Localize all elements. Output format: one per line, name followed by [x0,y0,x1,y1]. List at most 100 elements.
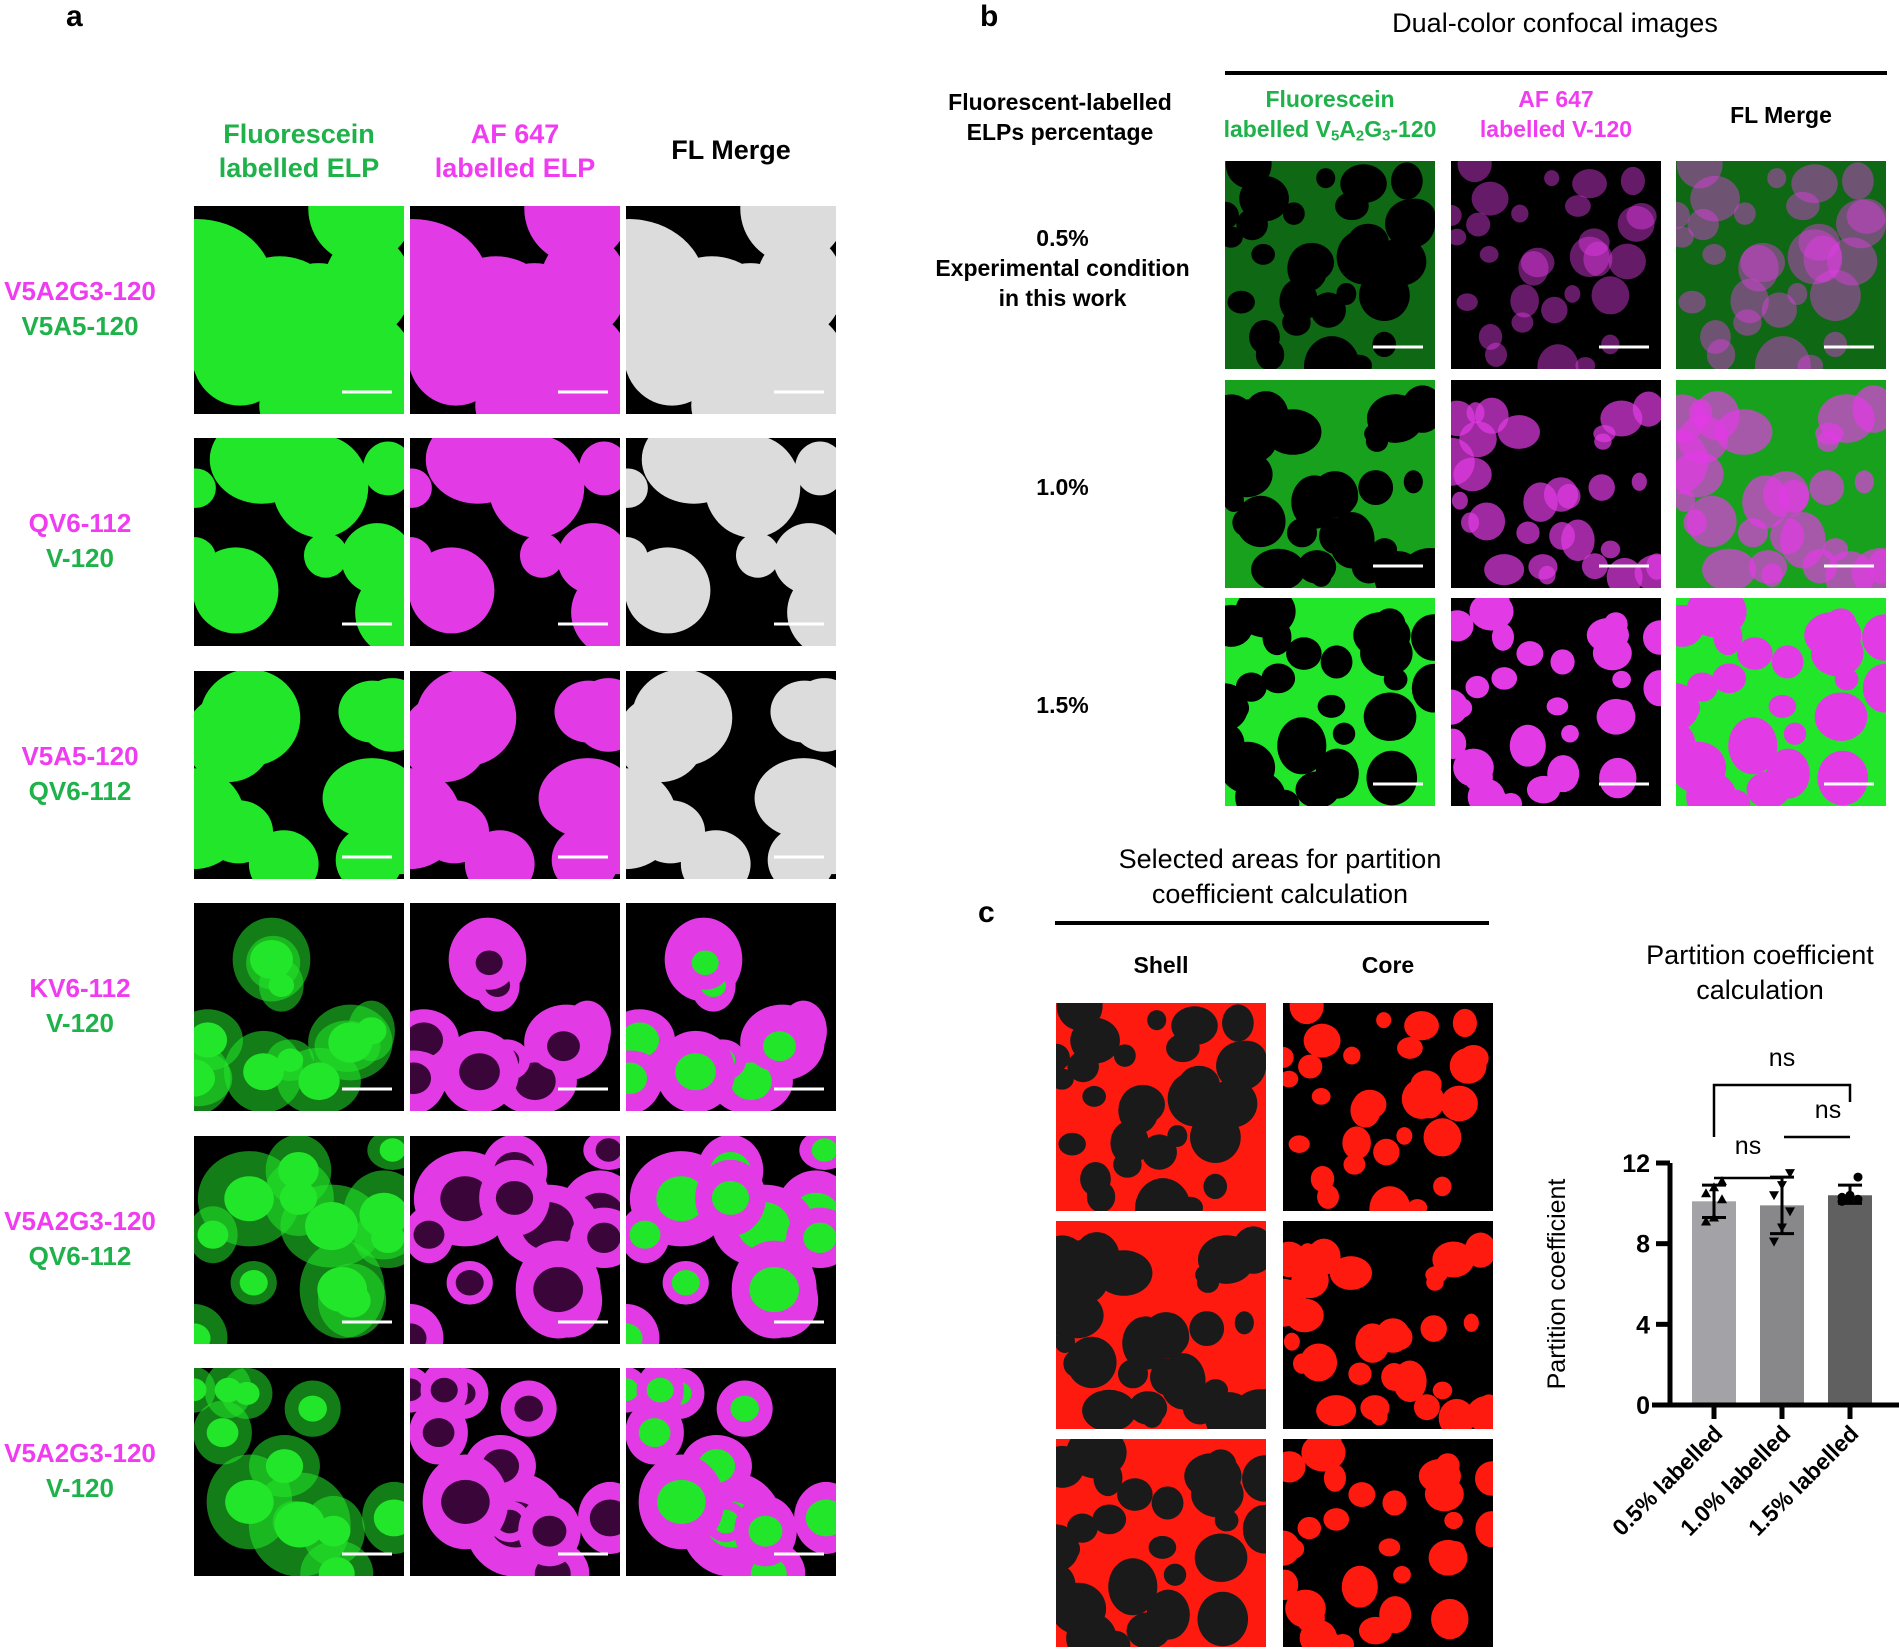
droplet [795,441,836,496]
title-line: Selected areas for partition [1118,844,1442,874]
droplet [308,206,404,264]
droplet [1600,540,1621,559]
droplet [1676,695,1701,721]
droplet [1676,451,1724,498]
droplet-core [675,1053,716,1091]
droplet [1737,637,1773,670]
droplet [1491,623,1514,651]
droplet-core [379,1138,404,1162]
droplet-core [214,1377,242,1403]
droplet [1311,471,1358,518]
droplet [1440,1085,1478,1122]
droplet-core [805,1499,836,1537]
droplet [1706,339,1736,369]
droplet-core [657,1479,706,1524]
droplet [1822,538,1849,561]
droplet [1643,670,1661,707]
droplet [1730,278,1769,324]
droplet-core [194,1323,211,1344]
droplet [551,826,619,879]
droplet [1358,1616,1393,1645]
shell-selection-image [1056,1221,1266,1429]
droplet [1283,1569,1299,1601]
droplet [1195,1263,1224,1286]
droplet [1225,161,1272,189]
droplet [1203,1173,1228,1200]
droplet [626,219,706,353]
merge-image [626,438,836,646]
droplet [1411,614,1435,661]
droplet [1393,1565,1411,1584]
significance-label: ns [1769,1044,1795,1072]
droplet [1202,1379,1229,1402]
droplet [1608,243,1646,280]
droplet [1396,1127,1413,1145]
droplet [1207,1079,1258,1128]
droplet [1451,204,1462,226]
panel-c-title: Selected areas for partition coefficient… [1055,842,1505,912]
droplet [1520,247,1555,278]
droplet-core [194,1378,207,1402]
panel-b-title-rule [1225,71,1887,75]
droplet [1148,1535,1177,1559]
droplet [1297,550,1337,584]
droplet [1561,724,1579,743]
droplet [1603,612,1628,637]
droplet-core [671,1270,700,1296]
droplet [1332,722,1356,745]
droplet [1385,697,1410,720]
data-point [1717,1194,1727,1204]
droplet [1479,246,1499,263]
droplet [1056,1445,1085,1488]
chart-title-line: Partition coefficient [1646,940,1874,970]
droplet [1222,1004,1254,1042]
y-axis-label: Partition coefficient [1543,1179,1571,1390]
data-point [1709,1212,1719,1222]
droplet [1411,663,1435,713]
droplet [1549,522,1576,550]
droplet-core [533,1266,584,1313]
droplet-core [279,1180,318,1215]
droplet [1316,1395,1357,1427]
droplet [1827,237,1878,286]
magenta-label: V5A2G3-120 [4,1206,156,1236]
droplet [1578,228,1610,257]
droplet [1151,1486,1184,1520]
droplet [1056,1536,1081,1562]
droplet [1424,1477,1464,1512]
droplet [1433,1176,1452,1197]
droplet [1846,198,1886,234]
chart-title-line: calculation [1696,975,1824,1005]
droplet [355,566,404,646]
droplet [1451,400,1475,437]
droplet [1056,1292,1104,1339]
droplet [740,206,836,264]
droplet [1612,670,1631,689]
droplet [1277,717,1327,775]
magenta-label: QV6-112 [28,508,132,538]
green-label: QV6-112 [28,776,132,806]
green-label: V-120 [46,1473,114,1503]
column-header-line: Fluorescein [1265,86,1395,112]
droplet [1298,1054,1323,1079]
droplet-core [224,1176,274,1222]
droplet [1431,1598,1469,1640]
droplet [1205,1449,1237,1482]
data-point [1853,1194,1863,1204]
droplet [1834,668,1859,691]
droplet [1279,278,1318,324]
significance-label: ns [1815,1096,1841,1124]
droplet [1225,695,1250,721]
droplet [1478,1394,1493,1421]
droplet [1446,1541,1466,1559]
droplet [1458,1044,1489,1072]
droplet [1117,1478,1153,1511]
droplet [1468,502,1506,541]
droplet [1771,645,1804,679]
